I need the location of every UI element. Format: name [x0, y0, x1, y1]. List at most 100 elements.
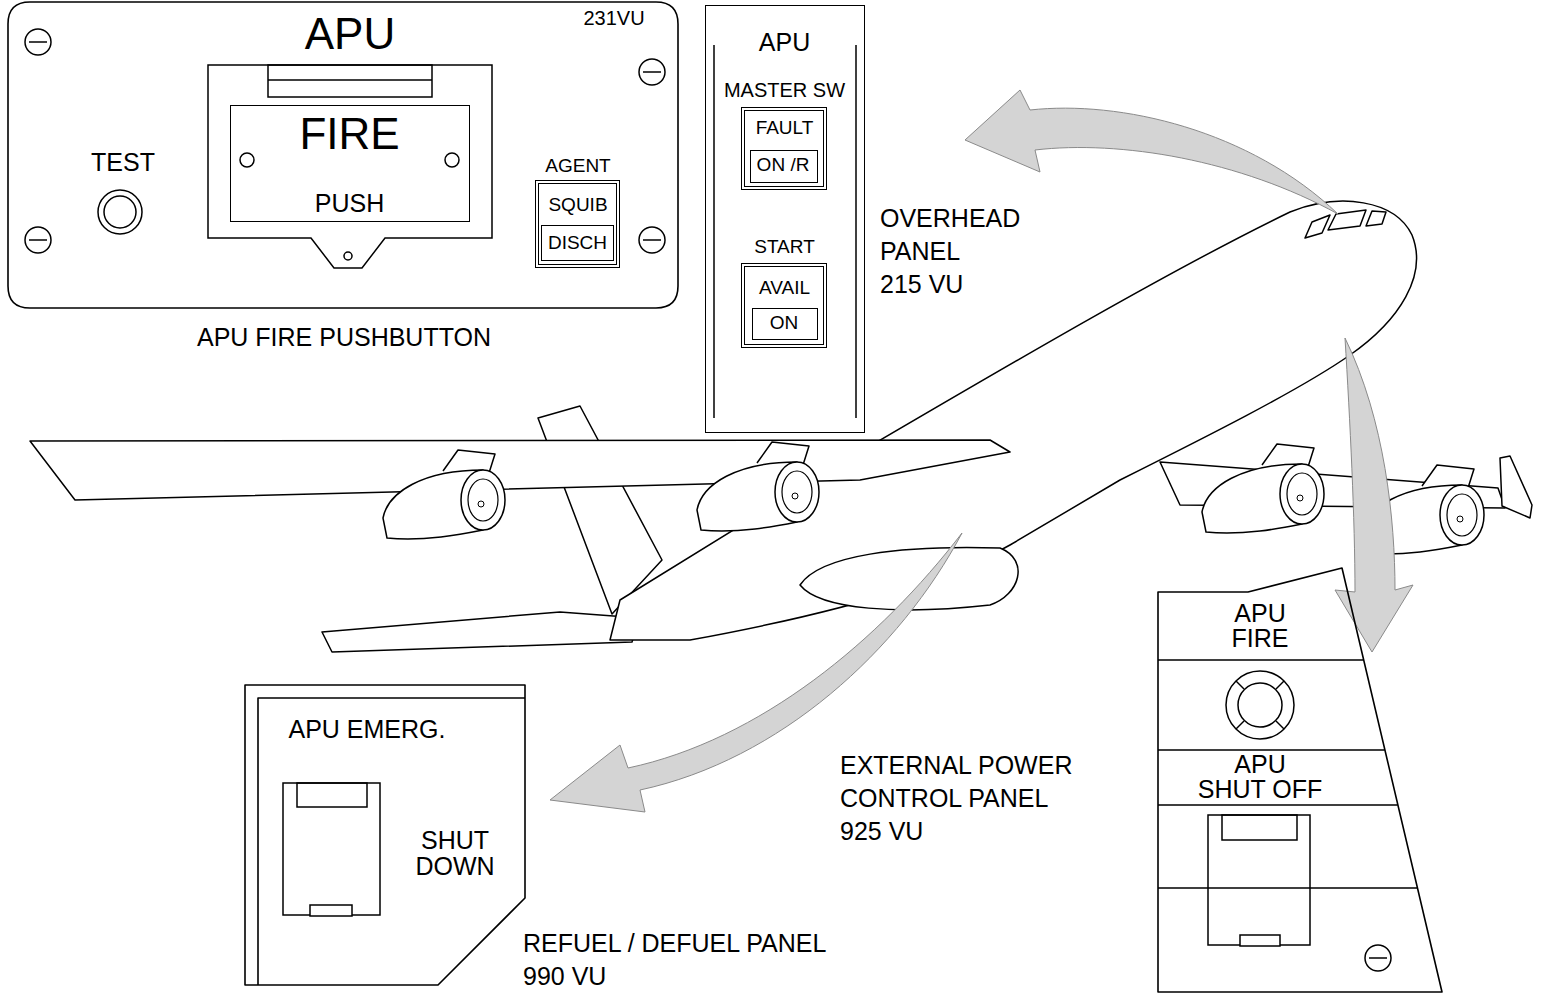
fire-indicator-light: [1276, 681, 1284, 689]
master-switch: ON /RMASTER SWFAULT: [741, 107, 827, 190]
button-legend: ON /R: [757, 155, 810, 176]
text-line: CONTROL PANEL: [840, 782, 1072, 815]
fire-pushbutton: FIRE PUSH: [230, 105, 470, 222]
overhead-panel-frame: [855, 45, 857, 418]
switch-guard: [1208, 815, 1310, 945]
panel-title: APU: [759, 29, 810, 57]
text-line: APU: [1198, 752, 1323, 777]
screw: [25, 29, 51, 55]
switch-guard: [1222, 815, 1297, 840]
text-line: 215 VU: [880, 268, 1020, 301]
panel-outline: [1158, 568, 1442, 992]
screw: [643, 71, 661, 73]
text-line: PANEL: [880, 235, 1020, 268]
pointer-arrow: [550, 90, 1413, 812]
text-line: APU: [1232, 601, 1289, 626]
screw: [639, 59, 665, 85]
screw: [29, 41, 47, 43]
cockpit-window: [1366, 211, 1386, 226]
switch-guard: [297, 783, 367, 807]
panel-outline: [8, 2, 678, 308]
fire-indicator-light: [1276, 721, 1284, 729]
pointer-arrow: [1335, 338, 1413, 652]
refuel-defuel-panel: APU EMERG. SHUT DOWN: [245, 685, 525, 985]
overhead-panel-frame: [714, 45, 856, 418]
panel-caption: APU FIRE PUSHBUTTON: [197, 324, 491, 352]
button-heading: MASTER SW: [724, 79, 845, 101]
button-legend: FIRE: [299, 109, 399, 157]
fire-indicator-light: [1238, 683, 1282, 727]
left-wing: [30, 440, 1010, 500]
start-switch: ONSTARTAVAIL: [741, 263, 827, 348]
panel-number: 231VU: [583, 7, 644, 29]
screw: [25, 227, 51, 253]
test-button: [104, 196, 136, 228]
switch-guard: [1240, 935, 1280, 946]
text-line: REFUEL / DEFUEL PANEL: [523, 927, 826, 960]
external-power-panel: APU FIREAPU SHUT OFF: [1158, 568, 1442, 992]
fire-handle-frame: [445, 153, 459, 167]
panel-title: APU: [305, 10, 395, 58]
panel-callout: OVERHEAD PANEL 215 VU: [880, 202, 1020, 301]
fire-handle-frame: [208, 65, 492, 268]
fire-indicator-light: [1226, 671, 1294, 739]
switch-label: SHUT DOWN: [415, 827, 494, 879]
text-line: 925 VU: [840, 815, 1072, 848]
cockpit-window: [1305, 215, 1330, 238]
button-legend: PUSH: [315, 190, 384, 218]
button-legend: ON: [770, 313, 799, 334]
indicator-light: ON /R: [750, 150, 818, 183]
text-line: 990 VU: [523, 960, 826, 993]
engine: [1202, 444, 1324, 533]
screw: [1365, 945, 1391, 971]
indicator-light: ON: [752, 308, 818, 340]
control-label: APU SHUT OFF: [1198, 752, 1323, 802]
button-legend: AVAIL: [759, 277, 810, 298]
horizontal-stabilizer: [322, 612, 640, 652]
screw: [639, 227, 665, 253]
overhead-panel-frame: [713, 45, 715, 418]
cockpit-window: [1328, 210, 1366, 230]
screw: [25, 29, 1391, 971]
panel-title: APU EMERG.: [289, 716, 446, 744]
button-legend: SQUIB: [548, 195, 607, 216]
switch-guard: [310, 905, 352, 916]
button-heading: AGENT: [545, 156, 610, 177]
fire-indicator-light: [1236, 721, 1244, 729]
button-heading: START: [754, 236, 815, 257]
switch-guard: [283, 783, 1310, 946]
fuselage: [610, 201, 1417, 640]
switch-guard: [283, 783, 380, 915]
pointer-arrow: [965, 90, 1338, 214]
test-button: [98, 190, 142, 234]
button-legend: FAULT: [756, 117, 814, 138]
screw: [29, 239, 47, 241]
fire-handle-frame: [344, 252, 352, 260]
vertical-fin: [538, 406, 662, 614]
screw: [1369, 957, 1387, 959]
aircraft: [30, 201, 1532, 652]
right-winglet: [1500, 456, 1532, 518]
button-legend: DISCH: [548, 232, 607, 253]
fire-handle-frame: [240, 153, 254, 167]
fire-indicator-light: [1236, 681, 1244, 689]
text-line: FIRE: [1232, 626, 1289, 651]
panel-callout: EXTERNAL POWER CONTROL PANEL 925 VU: [840, 749, 1072, 848]
panel-outline: [245, 685, 525, 985]
control-label: APU FIRE: [1232, 601, 1289, 651]
text-line: EXTERNAL POWER: [840, 749, 1072, 782]
text-line: DOWN: [415, 853, 494, 879]
agent-pushbutton: DISCHAGENTSQUIB: [535, 180, 620, 268]
button-label: TEST: [91, 149, 155, 177]
engine: [383, 450, 505, 539]
fire-handle-frame: [268, 79, 432, 81]
screw: [643, 239, 661, 241]
panel-callout: REFUEL / DEFUEL PANEL 990 VU: [523, 927, 826, 993]
test-button: [98, 190, 142, 234]
text-line: SHUT OFF: [1198, 777, 1323, 802]
overhead-apu-panel: ON /RMASTER SWFAULTONSTARTAVAILAPU: [705, 5, 865, 433]
engine: [697, 442, 819, 531]
panel-hardware: [25, 29, 1391, 971]
text-line: OVERHEAD: [880, 202, 1020, 235]
